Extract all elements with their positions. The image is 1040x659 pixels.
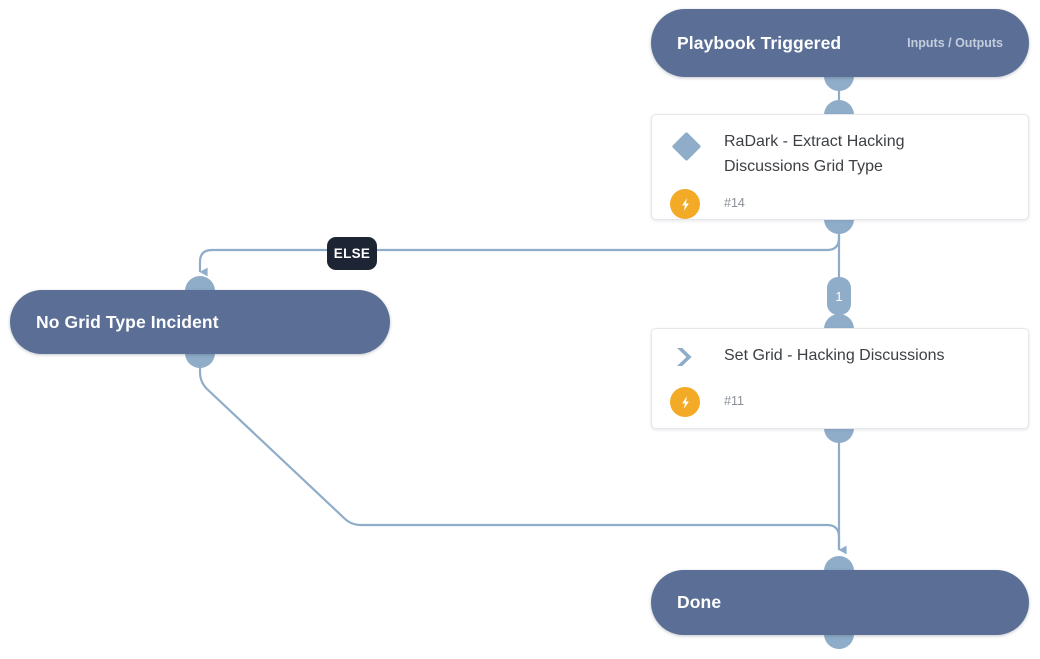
anchor-setgrid-bottom — [824, 428, 854, 443]
edge-else-branch — [198, 228, 841, 277]
anchor-done-top — [824, 556, 854, 571]
edge-branch-badge[interactable]: 1 — [827, 277, 851, 315]
node-playbook-triggered-inputs-outputs[interactable]: Inputs / Outputs — [907, 36, 1003, 50]
node-set-grid[interactable]: Set Grid - Hacking Discussions #11 — [651, 328, 1029, 429]
setgrid-icon-slot — [670, 343, 724, 373]
anchor-start-bottom — [824, 76, 854, 91]
lightning-bolt-icon — [670, 189, 700, 219]
diamond-condition-icon — [671, 131, 702, 162]
node-done[interactable]: Done — [651, 570, 1029, 635]
node-extract-grid-type-title: RaDark - Extract Hacking Discussions Gri… — [724, 133, 905, 175]
node-extract-grid-type-id: #14 — [724, 196, 745, 210]
chevron-right-icon — [674, 346, 698, 373]
node-playbook-triggered[interactable]: Playbook Triggered Inputs / Outputs — [651, 9, 1029, 77]
node-no-grid-type-incident-title: No Grid Type Incident — [36, 311, 219, 332]
anchor-nogrid-top — [185, 276, 215, 291]
anchor-setgrid-top — [824, 314, 854, 329]
anchor-done-bottom — [824, 634, 854, 649]
node-done-title: Done — [677, 592, 722, 612]
extract-badge-slot — [670, 187, 724, 219]
anchor-extract-top — [824, 100, 854, 115]
node-playbook-triggered-title: Playbook Triggered — [677, 32, 842, 53]
lightning-bolt-icon — [670, 387, 700, 417]
node-extract-grid-type[interactable]: RaDark - Extract Hacking Discussions Gri… — [651, 114, 1029, 220]
extract-icon-slot — [670, 129, 724, 162]
node-no-grid-type-incident[interactable]: No Grid Type Incident — [10, 290, 390, 354]
anchor-nogrid-bottom — [185, 353, 215, 368]
anchor-extract-bottom — [824, 219, 854, 234]
edge-label-else[interactable]: ELSE — [327, 237, 377, 270]
edge-nogrid-to-done — [198, 361, 841, 549]
setgrid-badge-slot — [670, 385, 724, 417]
node-set-grid-id: #11 — [724, 394, 744, 408]
node-set-grid-title: Set Grid - Hacking Discussions — [724, 347, 945, 364]
